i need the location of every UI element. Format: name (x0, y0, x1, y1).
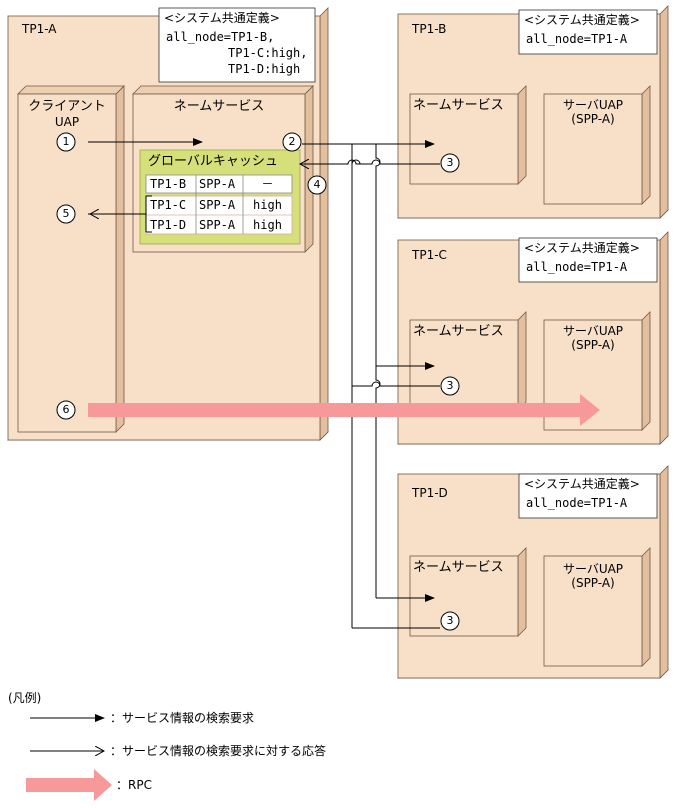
step-6-number: 6 (62, 403, 70, 416)
tp1-c-server-uap-label: サーバUAP (SPP-A) (544, 324, 642, 352)
tp1-a-label: TP1-A (22, 22, 57, 36)
tp1-b-name-service-label: ネームサービス (413, 98, 504, 113)
step-3-number-tp1-d: 3 (446, 614, 454, 627)
tp1-d-server-uap-label: サーバUAP (SPP-A) (544, 562, 642, 590)
tp1-c-definition-line1: all_node=TP1-A (526, 260, 628, 274)
global-cache-title: グローバルキャッシュ (148, 154, 278, 169)
tp1-b-definition-heading: <システム共通定義> (524, 13, 640, 27)
request-trunk (375, 144, 381, 598)
tp1-c-label: TP1-C (412, 248, 447, 262)
tp1-d-server-uap-line2: (SPP-A) (571, 576, 615, 590)
tp1-d-definition-line1: all_node=TP1-A (526, 496, 628, 510)
cache-row-2-priority: high (253, 198, 282, 212)
tp1-a-definition-line2: TP1-C:high, (228, 46, 308, 60)
global-cache (139, 149, 301, 245)
tp1-a-definition-line3: TP1-D:high (228, 62, 301, 76)
step-2-number: 2 (288, 135, 296, 148)
client-uap-label-line2: UAP (54, 115, 80, 129)
client-uap-label: クライアント UAP (18, 99, 116, 129)
cache-row-2-server: SPP-A (199, 198, 236, 212)
tp1-b-server-uap-label: サーバUAP (SPP-A) (544, 98, 642, 126)
step-1-number: 1 (62, 135, 70, 148)
tp1-c-server-uap-line1: サーバUAP (562, 324, 624, 338)
tp1-b-definition-box (518, 9, 658, 55)
tp1-a-definition-heading: <システム共通定義> (164, 11, 280, 25)
cache-row-2-node: TP1-C (150, 198, 187, 212)
tp1-d-definition-box (518, 473, 658, 519)
tp1-c-name-service-label: ネームサービス (413, 324, 504, 339)
client-uap-label-line1: クライアント (28, 99, 106, 114)
cache-row-3-node: TP1-D (150, 218, 187, 232)
cache-row-3-server: SPP-A (199, 218, 236, 232)
legend-title: (凡例) (8, 691, 42, 705)
tp1-d-label: TP1-D (412, 486, 448, 500)
step-4-number: 4 (313, 178, 321, 191)
step-circles (56, 132, 460, 631)
cache-row-1-server: SPP-A (199, 177, 236, 191)
step-3-number-tp1-b: 3 (446, 156, 454, 169)
legend-rpc-label: ：RPC (116, 778, 152, 792)
step-5-number: 5 (62, 207, 70, 220)
tp1-a-definition-line1: all_node=TP1-B, (166, 30, 275, 44)
legend-request-label: ：サービス情報の検索要求 (110, 711, 255, 725)
tp1-d-server-uap-line1: サーバUAP (562, 562, 624, 576)
cache-row-1-priority: － (261, 177, 274, 191)
rpc-arrow (88, 394, 600, 426)
tp1-d-server-uap-box (543, 547, 651, 667)
cache-row-1-node: TP1-B (150, 177, 187, 191)
tp1-b-definition-line1: all_node=TP1-A (526, 32, 628, 46)
tp1-c-definition-heading: <システム共通定義> (524, 241, 640, 255)
legend-rpc-arrow (26, 769, 112, 801)
cache-row-3-priority: high (253, 218, 282, 232)
tp1-d-definition-heading: <システム共通定義> (524, 477, 640, 491)
cache-row-tp1-b (145, 174, 293, 194)
tp1-a-definition-box (158, 7, 316, 83)
response-line-from-tp1-c (352, 381, 440, 387)
tp1-a-name-service-label: ネームサービス (173, 99, 265, 114)
tp1-b-server-uap-line2: (SPP-A) (571, 112, 615, 126)
step-3-number-tp1-c: 3 (446, 379, 454, 392)
tp1-c-server-uap-line2: (SPP-A) (571, 338, 615, 352)
tp1-b-name-service-box (409, 85, 527, 185)
tp1-d-name-service-label: ネームサービス (413, 560, 504, 575)
tp1-b-server-uap-line1: サーバUAP (562, 98, 624, 112)
tp1-b-server-uap-box (543, 85, 651, 205)
response-arrow-from-tp1-b (300, 160, 440, 164)
tp1-c-definition-box (518, 237, 658, 283)
tp1-b-label: TP1-B (412, 22, 447, 36)
legend-response-label: ：サービス情報の検索要求に対する応答 (110, 744, 327, 758)
